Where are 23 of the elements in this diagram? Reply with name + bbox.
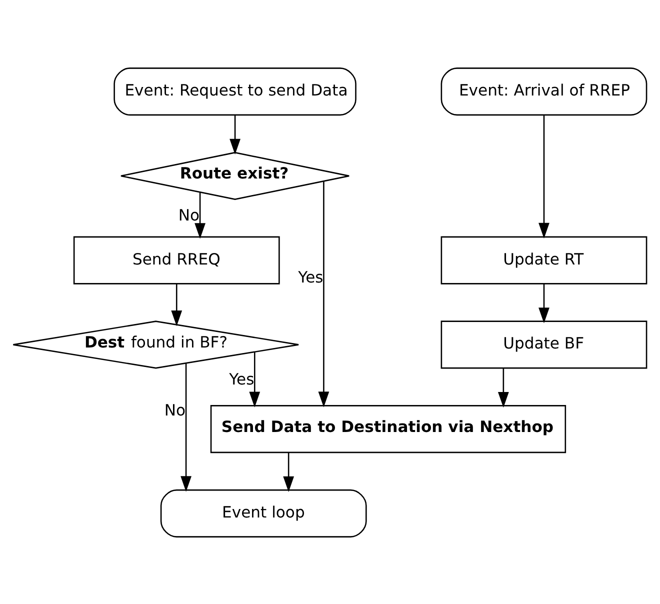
- node-diamond: Dest found in BF?: [12, 320, 300, 368]
- node-box: Event: Arrival of RREP: [440, 67, 648, 116]
- arrow: [194, 192, 206, 238]
- edge-label: Yes: [298, 268, 324, 286]
- node-diamond: Route exist?: [120, 151, 350, 200]
- node-box: Event loop: [160, 488, 367, 537]
- arrow: [538, 114, 550, 238]
- node-box: Event: Request to send Data: [114, 67, 356, 116]
- arrow: [249, 351, 260, 407]
- edge-label: No: [178, 206, 200, 224]
- arrow: [498, 368, 509, 408]
- arrow: [538, 283, 550, 323]
- node-box: Update RT: [440, 236, 648, 284]
- arrow: [318, 180, 330, 407]
- node-box: Update BF: [440, 320, 648, 368]
- edge-label: Yes: [229, 370, 254, 388]
- node-box: Send RREQ: [73, 236, 280, 284]
- arrow: [171, 283, 182, 326]
- arrow: [180, 362, 192, 492]
- arrow: [283, 452, 294, 492]
- edge-label: No: [164, 401, 186, 420]
- arrow: [230, 114, 240, 154]
- node-box: Send Data to Destination via Nexthop: [210, 404, 566, 453]
